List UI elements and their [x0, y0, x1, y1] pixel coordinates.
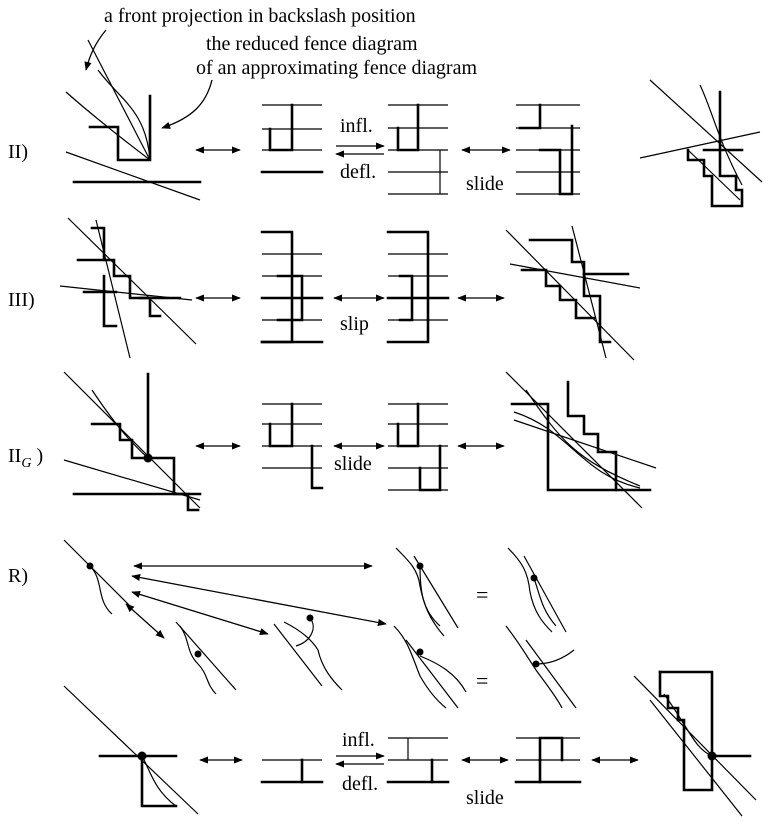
row-R-sketch-lower-3 — [393, 625, 467, 709]
row-II: II) infl. defl. — [8, 39, 763, 208]
row-R-sketch-lower-1 — [175, 621, 237, 695]
row-R-arrow-to-lower-1 — [131, 590, 269, 636]
row-R-fence-b — [386, 737, 450, 784]
row-IIG-fence-b — [388, 402, 448, 492]
row-R-fence-c — [514, 736, 582, 784]
row-R-source-crossing — [63, 539, 131, 615]
row-II-fence-b — [388, 103, 448, 195]
front-projection-label: a front projection in backslash position — [104, 5, 416, 27]
row-III-fence-a — [260, 230, 324, 344]
row-II-fence-c — [516, 103, 580, 196]
row-R-label: R) — [8, 565, 28, 587]
row-II-defl-label: defl. — [340, 161, 376, 183]
row-IIG-slide-label: slide — [334, 453, 372, 475]
row-II-label: II) — [8, 141, 28, 163]
row-R-equals-top: = — [476, 582, 488, 607]
row-R-defl-label: defl. — [342, 773, 378, 795]
row-R: R) = — [8, 539, 757, 817]
row-R-equals-bottom: = — [476, 668, 488, 693]
row-III-slip-label: slip — [340, 313, 369, 335]
row-IIG-fence-a — [262, 402, 324, 490]
row-R-projection-left — [63, 685, 199, 815]
row-R-arrow-to-lower-2 — [125, 603, 165, 639]
row-IIG-projection-left — [63, 371, 202, 512]
row-IIG-projection-right — [505, 371, 657, 509]
row-R-infl-label: infl. — [342, 729, 375, 751]
reduced-fence-label-line1: the reduced fence diagram — [206, 33, 418, 55]
row-R-slide-label: slide — [466, 787, 504, 809]
row-R-sketch-top-a — [395, 547, 459, 637]
row-II-slide-label: slide — [466, 173, 504, 195]
row-III-label: III) — [8, 289, 35, 311]
row-R-sketch-lower-4 — [505, 625, 577, 709]
row-R-projection-right — [633, 670, 757, 817]
front-projection-pointer-arrow — [84, 29, 107, 71]
row-III-projection-right — [505, 225, 641, 361]
annotations: a front projection in backslash position… — [84, 5, 477, 129]
row-R-sketch-top-b — [507, 547, 567, 633]
row-IIG-label: IIG ) — [8, 445, 43, 471]
row-R-sketch-lower-2 — [273, 614, 343, 691]
row-R-right-vertex-dot — [707, 751, 717, 761]
row-IIG: IIG ) slide — [8, 371, 657, 512]
row-II-projection-left — [65, 39, 202, 201]
row-R-vertex-dot — [137, 751, 147, 761]
row-IIG-vertex-dot — [143, 453, 153, 463]
reduced-fence-pointer-arrow — [161, 79, 213, 129]
reduced-fence-label-line2: of an approximating fence diagram — [196, 57, 477, 79]
row-III-fence-b — [386, 230, 450, 344]
row-R-fence-a — [260, 758, 324, 784]
row-R-arrow-to-middle-1 — [131, 573, 387, 627]
row-II-infl-label: infl. — [340, 115, 373, 137]
row-II-fence-a — [260, 103, 324, 174]
row-II-projection-right — [639, 79, 763, 208]
row-III-projection-left — [59, 217, 197, 359]
row-III: III) slip — [8, 217, 641, 361]
